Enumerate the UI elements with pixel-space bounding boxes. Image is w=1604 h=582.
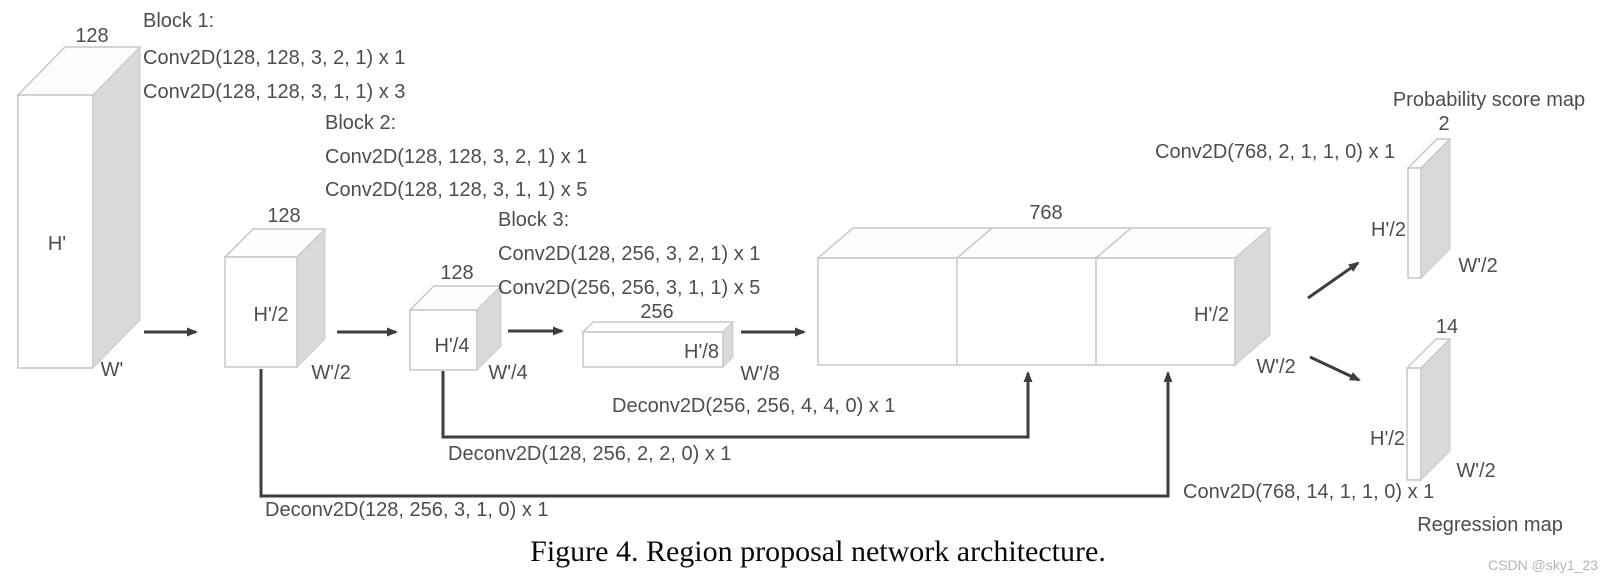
watermark: CSDN @sky1_23: [1488, 557, 1598, 573]
deconv-label-from-stage3: Deconv2D(256, 256, 4, 4, 0) x 1: [612, 395, 896, 417]
block2-title: Block 2:: [325, 112, 396, 134]
block3-conv1: Conv2D(128, 256, 3, 2, 1) x 1: [498, 243, 760, 265]
regression-map-title: Regression map: [1417, 514, 1563, 536]
block3-title: Block 3:: [498, 209, 569, 231]
stage3-height-label: H'/8: [684, 341, 719, 363]
fused-tensor: 768 H'/2 W'/2: [815, 202, 1296, 378]
block1-title: Block 1:: [143, 10, 214, 32]
stage2-channels-label: 128: [440, 262, 473, 284]
regression-map-tensor: 14 Conv2D(768, 14, 1, 1, 0) x 1 H'/2 W'/…: [1183, 316, 1563, 536]
input-tensor-front-face: [17, 94, 94, 369]
stage3-width-label: W'/8: [740, 363, 779, 385]
fused-width-label: W'/2: [1256, 356, 1295, 378]
regression-map-front-face: [1406, 367, 1422, 481]
stage1-channels-label: 128: [267, 205, 300, 227]
stage2-tensor: 128 H'/4 W'/4: [408, 262, 528, 384]
stage1-height-label: H'/2: [254, 304, 289, 326]
block3-spec: Block 3: Conv2D(128, 256, 3, 2, 1) x 1 C…: [498, 209, 760, 299]
stage1-width-label: W'/2: [311, 362, 350, 384]
deconv-label-from-stage1: Deconv2D(128, 256, 3, 1, 0) x 1: [265, 499, 549, 521]
stage3-tensor: 256 H'/8 W'/8: [581, 301, 780, 385]
flow-arrow-to-probability-map: [1307, 261, 1360, 300]
input-height-label: H': [48, 233, 66, 255]
regression-map-width-label: W'/2: [1456, 460, 1495, 482]
stage3-channels-label: 256: [640, 301, 673, 323]
fused-segment-divider-1-top: [956, 227, 993, 259]
block2-conv1: Conv2D(128, 128, 3, 2, 1) x 1: [325, 146, 587, 168]
regression-map-op-label: Conv2D(768, 14, 1, 1, 0) x 1: [1183, 481, 1434, 503]
fused-channels-label: 768: [1029, 202, 1062, 224]
input-channels-label: 128: [75, 25, 108, 47]
block1-spec: Block 1: Conv2D(128, 128, 3, 2, 1) x 1 C…: [143, 10, 405, 103]
figure-caption: Figure 4. Region proposal network archit…: [530, 535, 1106, 568]
probability-map-title: Probability score map: [1393, 89, 1585, 111]
fused-height-label: H'/2: [1194, 304, 1229, 326]
stage3-tensor-front-face: [582, 331, 724, 368]
stage2-height-label: H'/4: [435, 335, 470, 357]
stage2-width-label: W'/4: [488, 362, 527, 384]
stage3-tensor-top-face: [581, 321, 735, 333]
block3-conv2: Conv2D(256, 256, 3, 1, 1) x 5: [498, 277, 760, 299]
probability-map-height-label: H'/2: [1371, 219, 1406, 241]
stage1-tensor: 128 H'/2 W'/2: [223, 205, 351, 384]
deconv-label-from-stage2: Deconv2D(128, 256, 2, 2, 0) x 1: [448, 443, 732, 465]
probability-map-width-label: W'/2: [1458, 255, 1497, 277]
regression-map-channels-label: 14: [1436, 316, 1458, 338]
stage1-tensor-front-face: [224, 256, 298, 368]
probability-map-op-label: Conv2D(768, 2, 1, 1, 0) x 1: [1155, 141, 1395, 163]
input-tensor: 128 H' W': [16, 25, 142, 381]
stage2-tensor-front-face: [409, 309, 478, 371]
fused-tensor-top-face: [815, 227, 1273, 259]
flow-arrow-to-regression-map: [1309, 355, 1361, 382]
probability-map-tensor: Probability score map 2 Conv2D(768, 2, 1…: [1155, 89, 1585, 280]
fused-segment-divider-2-top: [1095, 227, 1132, 259]
fused-tensor-front-face: [817, 257, 1236, 366]
input-width-label: W': [101, 359, 124, 381]
block2-conv2: Conv2D(128, 128, 3, 1, 1) x 5: [325, 179, 587, 201]
input-tensor-side-face: [92, 45, 141, 370]
probability-map-front-face: [1407, 167, 1422, 279]
probability-map-channels-label: 2: [1438, 113, 1449, 135]
skip-connection-stage2-deconv: [441, 371, 1033, 439]
regression-map-height-label: H'/2: [1370, 428, 1405, 450]
block1-conv2: Conv2D(128, 128, 3, 1, 1) x 3: [143, 81, 405, 103]
skip-connection-stage1-deconv: [259, 369, 1173, 498]
block1-conv1: Conv2D(128, 128, 3, 2, 1) x 1: [143, 47, 405, 69]
block2-spec: Block 2: Conv2D(128, 128, 3, 2, 1) x 1 C…: [325, 112, 587, 201]
